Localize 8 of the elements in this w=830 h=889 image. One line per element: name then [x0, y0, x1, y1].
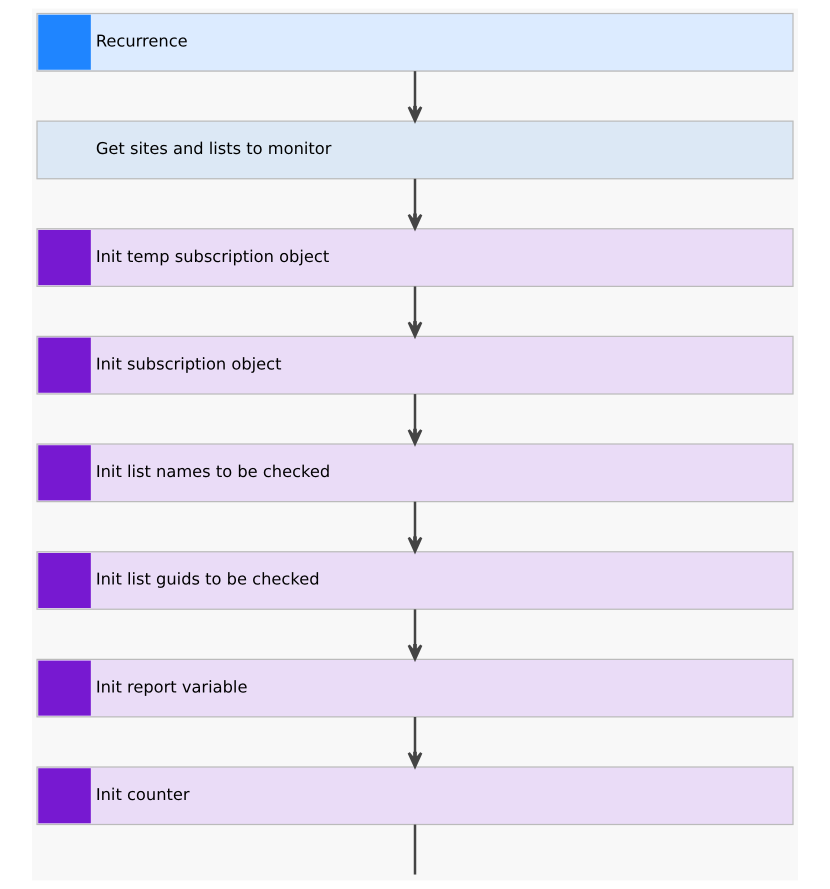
arrow [408, 394, 422, 446]
connector [414, 824, 416, 875]
arrow [408, 286, 422, 338]
arrow [408, 71, 422, 122]
arrow [408, 609, 422, 660]
arrow [408, 502, 422, 553]
arrow [408, 178, 422, 230]
arrow [408, 717, 422, 768]
